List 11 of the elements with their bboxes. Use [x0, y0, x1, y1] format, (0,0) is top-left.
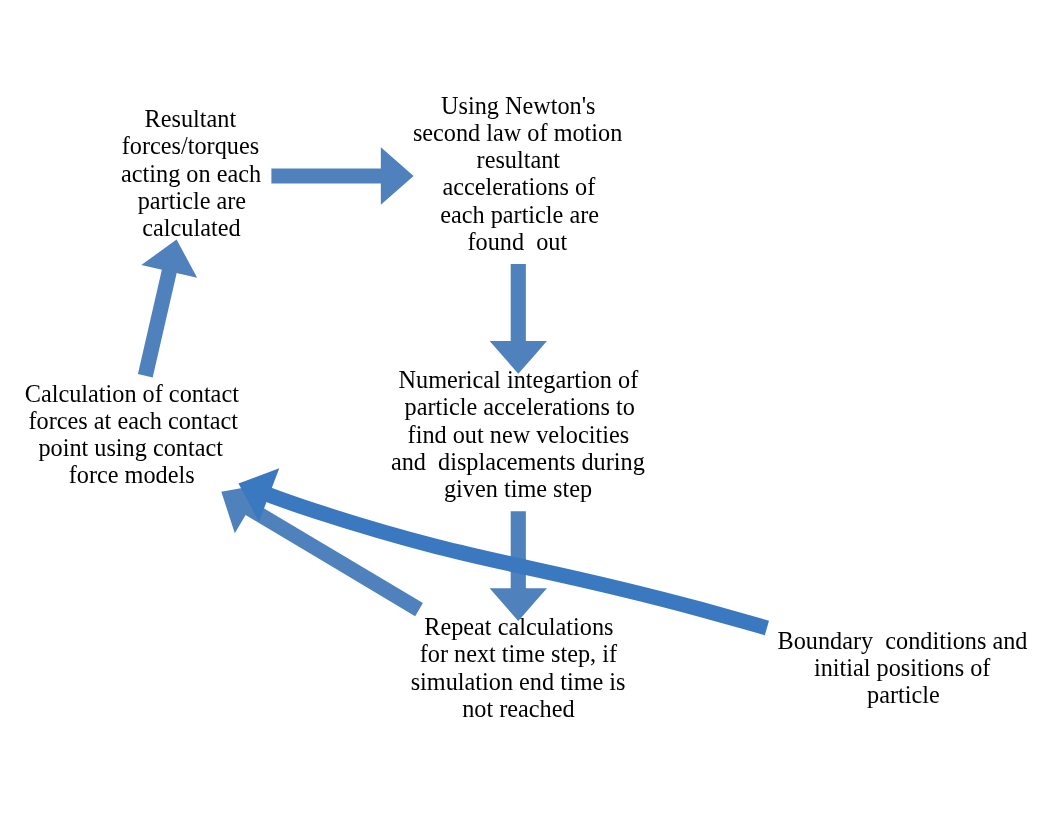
node-text: Calculation of contact forces at each contact point using contact force models	[24, 379, 239, 488]
arrow	[137, 238, 198, 377]
arrow	[489, 263, 547, 374]
arrow	[238, 467, 769, 635]
node-text: Using Newton's second law of motion resultant accelerations of each particle are found out	[412, 91, 623, 255]
node-text: Boundary conditions and initial positions of particle	[777, 626, 1028, 708]
arrow	[271, 146, 414, 205]
node-text: Resultant forces/torques acting on each particle are calculated	[121, 104, 262, 241]
node-text: Repeat calculations for next time step, if simulation end time is not reached	[410, 612, 626, 722]
node-text: Numerical integartion of particle accelerations to find out new velocities and displacements during given time step	[390, 365, 645, 502]
arrow	[489, 510, 547, 621]
